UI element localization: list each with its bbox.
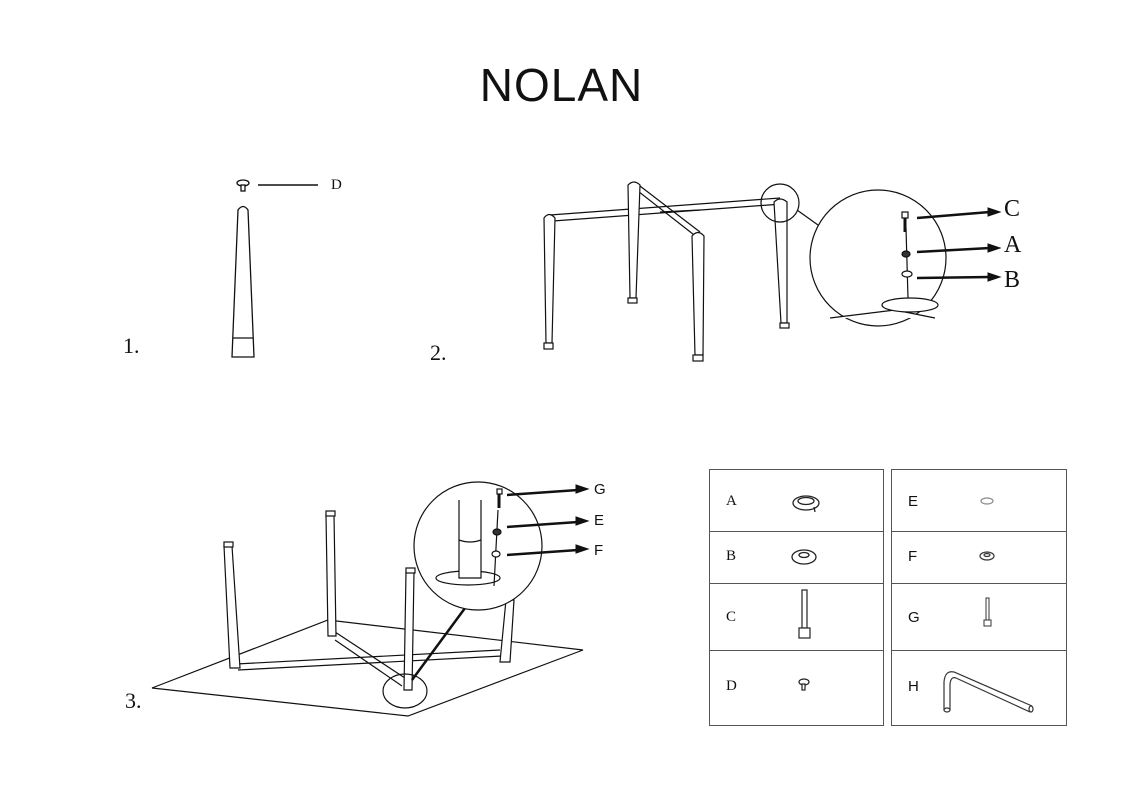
pointer-arrows <box>916 207 1002 282</box>
parts-table-left: A B C D <box>709 469 884 726</box>
product-title: NOLAN <box>479 59 644 111</box>
step-2-label-b: B <box>1004 267 1021 293</box>
step-3-label-e: E <box>594 512 605 529</box>
pointer-arrows <box>506 484 590 557</box>
part-label-f: F <box>908 548 918 565</box>
step-3-label-g: G <box>594 481 606 498</box>
part-label-g: G <box>908 609 920 626</box>
part-label-e: E <box>908 493 919 510</box>
table-leg-icon <box>231 205 255 358</box>
spring-washer-icon <box>792 495 820 513</box>
step-3-label-f: F <box>594 542 604 559</box>
small-bolt-icon <box>983 597 992 627</box>
table-top-outline <box>151 619 584 717</box>
small-spring-washer-icon <box>980 497 994 505</box>
foot-glide-icon <box>236 179 250 192</box>
foot-glide-icon <box>798 678 810 691</box>
part-label-h: H <box>908 678 919 695</box>
detail-marker <box>382 673 428 709</box>
step-1-label-d: D <box>331 177 342 193</box>
step-1-number: 1. <box>123 333 140 358</box>
part-label-c: C <box>726 609 737 625</box>
allen-key-icon <box>943 671 1034 713</box>
small-flat-washer-icon <box>979 551 995 561</box>
detail-marker <box>760 183 800 223</box>
detail-circle <box>809 189 947 327</box>
part-label-a: A <box>726 493 737 509</box>
part-label-b: B <box>726 548 737 564</box>
parts-table-right: E F G H <box>891 469 1067 726</box>
flat-washer-icon <box>791 549 817 565</box>
step-2-number: 2. <box>430 340 447 365</box>
detail-circle <box>413 481 543 611</box>
table-frame-icon <box>543 181 790 362</box>
table-frame-icon <box>223 510 515 691</box>
step-3-number: 3. <box>125 688 142 713</box>
long-bolt-icon <box>798 589 811 639</box>
step-2-label-a: A <box>1004 232 1022 258</box>
part-label-d: D <box>726 678 737 694</box>
step-2-label-c: C <box>1004 196 1021 222</box>
